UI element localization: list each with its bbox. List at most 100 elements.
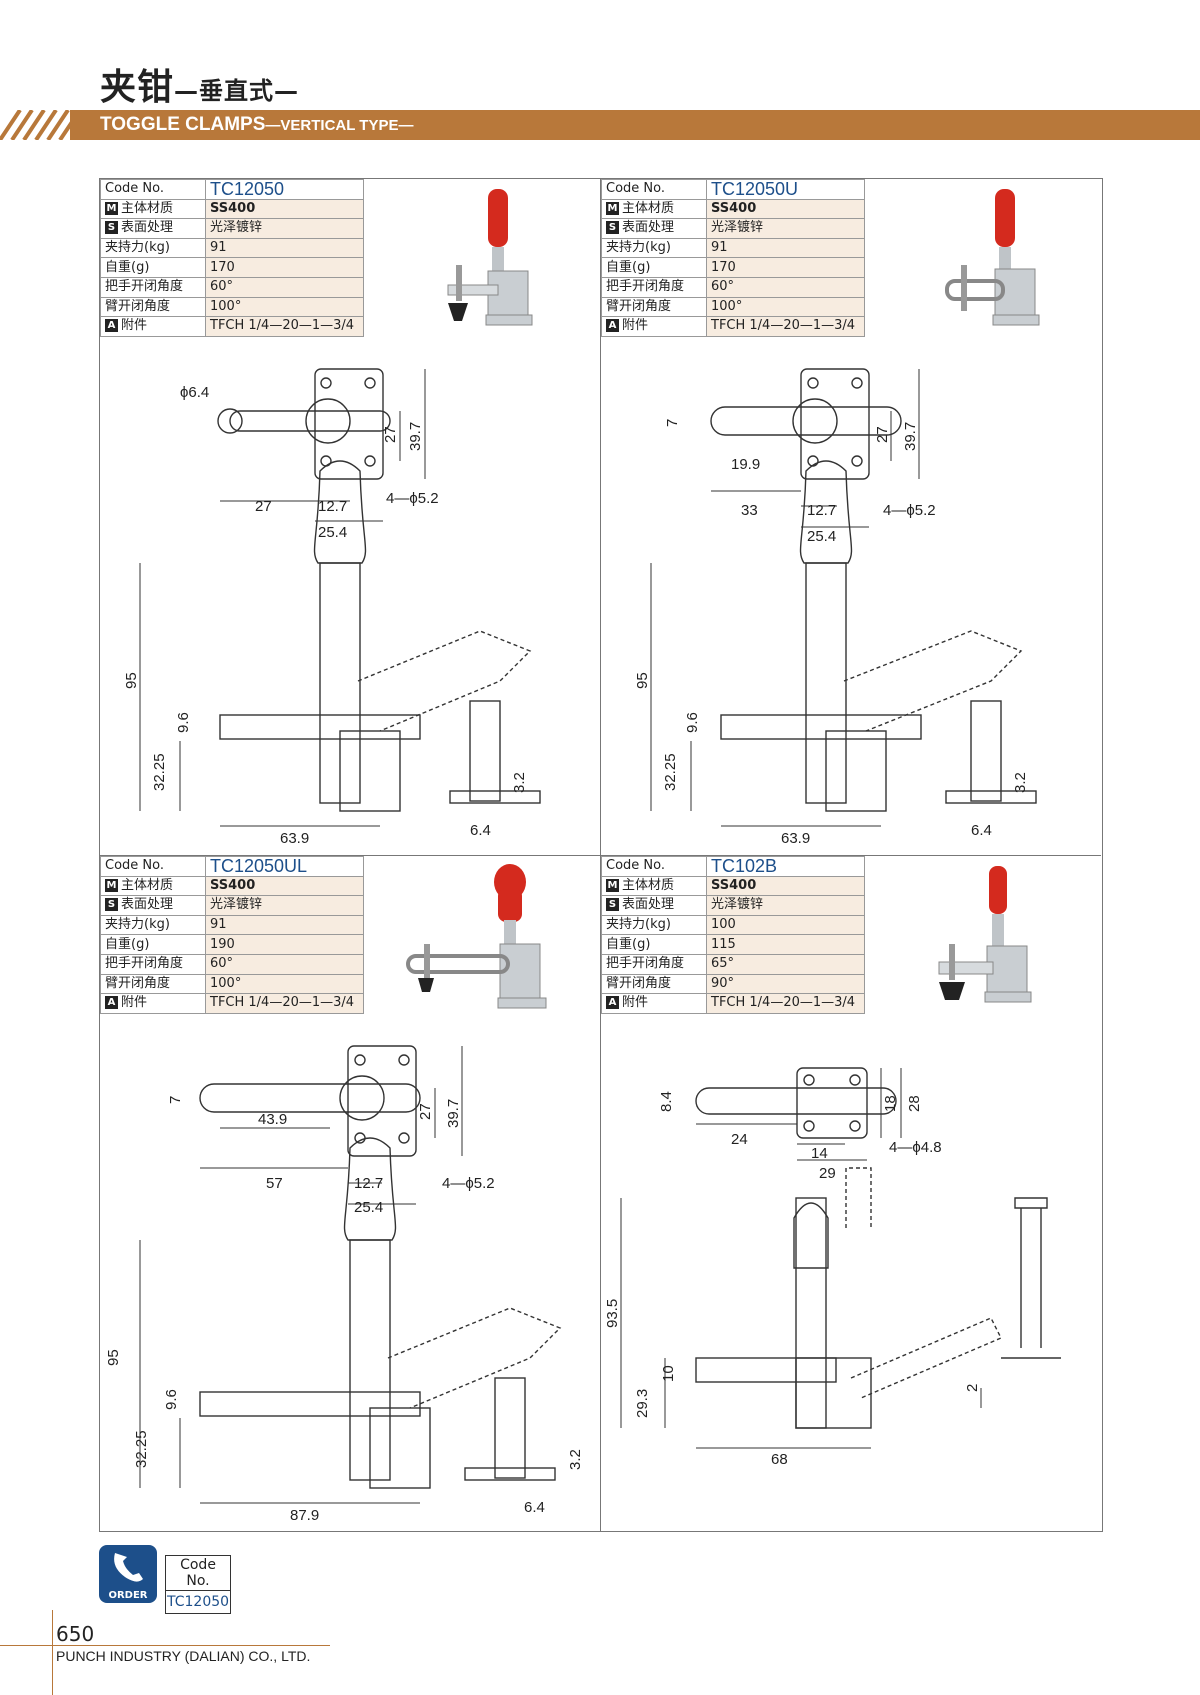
product-photo [447,189,533,326]
dim-2: 2 [964,1384,981,1392]
spec-row-weight: 自重(g)170 [100,257,364,278]
dim-95: 95 [105,1349,122,1366]
spec-value: 100 [706,914,865,936]
dim-12-7: 12.7 [318,498,347,515]
spec-label: Code No. [100,179,206,200]
page-title-cn: 夹钳—垂直式— [100,58,299,110]
dim-25-4: 25.4 [807,528,836,545]
spec-value: SS400 [205,198,364,220]
spec-label: 把手开闭角度 [601,953,707,975]
spec-value: 91 [706,237,865,259]
spec-label: 把手开闭角度 [100,953,206,975]
material-icon: M [105,878,118,892]
spec-label: Code No. [601,856,707,877]
dim-3-2: 3.2 [1012,772,1029,793]
footer-horizontal-rule [0,1645,330,1646]
dim-27v: 27 [417,1103,434,1120]
surface-icon: S [606,221,619,235]
banner-bar [70,110,1200,140]
spec-value: SS400 [706,198,865,220]
order-code-table: Code No. TC12050 [164,1555,232,1614]
spec-row-force: 夹持力(kg)91 [100,237,364,259]
dim-12-7: 12.7 [807,502,836,519]
dim-14: 14 [811,1145,828,1162]
spec-value: TFCH 1/4—20—1—3/4 [706,316,865,337]
spec-label: 表面处理 [622,220,675,236]
company-name: PUNCH INDUSTRY (DALIAN) CO., LTD. [56,1648,311,1664]
dim-57: 57 [266,1175,283,1192]
spec-value: 100° [205,296,364,318]
spec-label: 主体材质 [622,877,675,893]
product-photo [406,864,547,1009]
spec-label: 夹持力(kg) [601,914,707,936]
surface-icon: S [105,898,118,912]
product-photo [945,189,1040,326]
order-logo-text: ORDER [108,1590,148,1601]
banner-stripes [0,110,82,140]
spec-value: 170 [205,257,364,278]
product-code: TC102B [706,856,865,877]
material-icon: M [606,878,619,892]
spec-value: TFCH 1/4—20—1—3/4 [706,993,865,1014]
spec-row-force: 夹持力(kg)100 [601,914,865,936]
spec-value: 65° [706,953,865,975]
spec-value: 光泽镀锌 [706,895,865,916]
spec-row-code: Code No.TC12050U [601,179,865,200]
spec-value: 170 [706,257,865,278]
dim-hole: ϕ6.4 [180,384,209,401]
spec-label: 把手开闭角度 [100,276,206,298]
dim-27v: 27 [382,426,399,443]
spec-label: 夹持力(kg) [100,237,206,259]
dim-6-4: 6.4 [470,822,491,839]
dim-27: 27 [255,498,272,515]
dim-12-7: 12.7 [354,1175,383,1192]
spec-label: 夹持力(kg) [601,237,707,259]
dimension-drawing: 7 43.9 57 12.7 25.4 4—ϕ5.2 27 39.7 95 9.… [105,1045,584,1524]
spec-value: 60° [205,953,364,975]
material-icon: M [606,201,619,215]
dim-holes: 4—ϕ4.8 [889,1139,942,1156]
dimension-drawing: 8.4 24 14 29 4—ϕ4.8 18 28 93.5 10 29.3 6… [604,1067,1061,1468]
dim-3-2: 3.2 [511,772,528,793]
spec-value: SS400 [706,875,865,897]
product-code: TC12050 [205,179,364,200]
spec-value: TFCH 1/4—20—1—3/4 [205,993,364,1014]
dim-32-25: 32.25 [662,753,679,791]
dim-27v: 27 [874,426,891,443]
spec-row-force: 夹持力(kg)91 [100,914,364,936]
spec-label: 附件 [622,318,649,334]
dim-68: 68 [771,1451,788,1468]
spec-value: 光泽镀锌 [706,218,865,239]
spec-label: 自重(g) [601,257,707,278]
spec-label: Code No. [100,856,206,877]
spec-row-weight: 自重(g)115 [601,934,865,955]
dim-32-25: 32.25 [133,1430,150,1468]
surface-icon: S [105,221,118,235]
spec-label: 臂开闭角度 [100,296,206,318]
accessory-icon: A [105,996,118,1010]
footer-vertical-rule [52,1610,53,1695]
accessory-icon: A [606,319,619,333]
dim-32-25: 32.25 [151,753,168,791]
surface-icon: S [606,898,619,912]
spec-value: 91 [205,914,364,936]
dimension-drawing: ϕ6.4 27 12.7 25.4 4—ϕ5.2 27 39.7 95 9.6 … [123,368,541,847]
dim-39-7: 39.7 [445,1099,462,1128]
spec-value: 60° [205,276,364,298]
spec-value: 100° [706,296,865,318]
spec-row-force: 夹持力(kg)91 [601,237,865,259]
dim-43-9: 43.9 [258,1111,287,1128]
spec-row-code: Code No.TC12050 [100,179,364,200]
spec-value: 90° [706,973,865,995]
